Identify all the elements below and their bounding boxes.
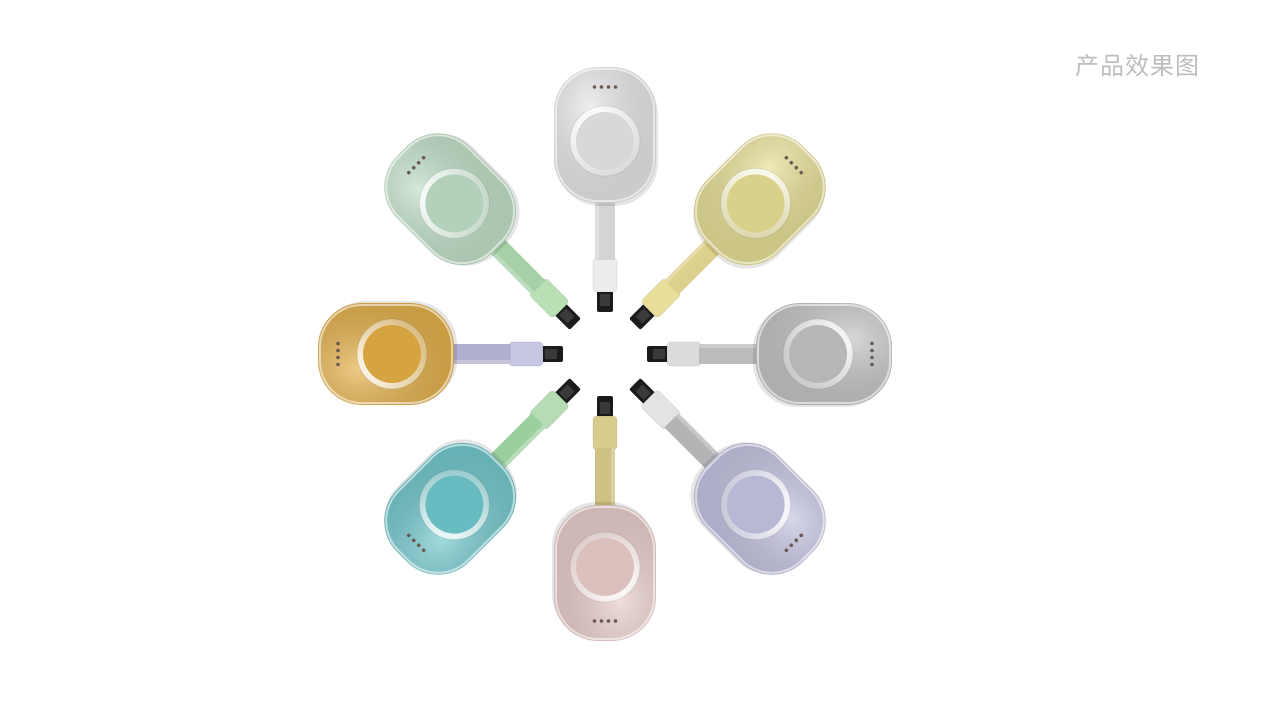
strap: [595, 202, 615, 260]
orange-dongle: [318, 301, 563, 405]
indicator-dot: [794, 538, 799, 543]
yellow-dongle: [629, 133, 826, 330]
teal-dongle: [384, 378, 581, 575]
indicator-dot: [336, 348, 340, 353]
indicator-dot: [606, 85, 611, 89]
indicator-dot: [613, 619, 618, 623]
mint-dongle: [384, 133, 581, 330]
indicator-dot: [794, 165, 799, 170]
indicator-dot: [592, 619, 597, 623]
usb-plug-housing: [508, 341, 544, 367]
indicator-dot: [789, 543, 794, 548]
indicator-dot: [599, 619, 604, 623]
strap: [490, 239, 546, 295]
indicator-dot: [870, 362, 874, 367]
round-button: [576, 538, 634, 596]
indicator-dot: [784, 155, 789, 160]
round-button: [363, 325, 421, 383]
round-button: [576, 112, 634, 170]
round-button: [726, 174, 785, 233]
indicator-dot: [870, 348, 874, 353]
usb-plug-housing: [592, 257, 618, 293]
round-button: [726, 475, 785, 534]
indicator-dot: [336, 362, 340, 367]
indicator-dot: [406, 533, 411, 538]
indicator-dot: [799, 533, 804, 538]
indicator-dot: [416, 160, 421, 165]
indicator-dot: [870, 355, 874, 360]
indicator-dot: [421, 548, 426, 553]
indicator-dot: [421, 155, 426, 160]
page-title: 产品效果图: [1075, 52, 1200, 80]
strap: [699, 344, 757, 364]
indicator-dot: [606, 619, 611, 623]
indicator-dot: [411, 538, 416, 543]
white-dongle: [554, 67, 658, 312]
strap: [664, 413, 720, 469]
pink-dongle: [552, 396, 656, 641]
indicator-dot: [613, 85, 618, 89]
gray-dongle: [647, 303, 892, 407]
strap: [595, 448, 615, 506]
usb-plug-housing: [666, 341, 702, 367]
indicator-dot: [336, 341, 340, 346]
indicator-dot: [411, 165, 416, 170]
round-button: [425, 174, 484, 233]
indicator-dot: [599, 85, 604, 89]
usb-plug-housing: [592, 415, 618, 451]
indicator-dot: [870, 341, 874, 346]
indicator-dot: [789, 160, 794, 165]
indicator-dot: [784, 548, 789, 553]
indicator-dot: [799, 170, 804, 175]
indicator-dot: [416, 543, 421, 548]
strap: [664, 239, 720, 295]
round-button: [789, 325, 847, 383]
indicator-dot: [592, 85, 597, 89]
round-button: [425, 475, 484, 534]
indicator-dot: [406, 170, 411, 175]
lilac-dongle: [629, 378, 826, 575]
strap: [453, 344, 511, 364]
indicator-dot: [336, 355, 340, 360]
strap: [490, 413, 546, 469]
